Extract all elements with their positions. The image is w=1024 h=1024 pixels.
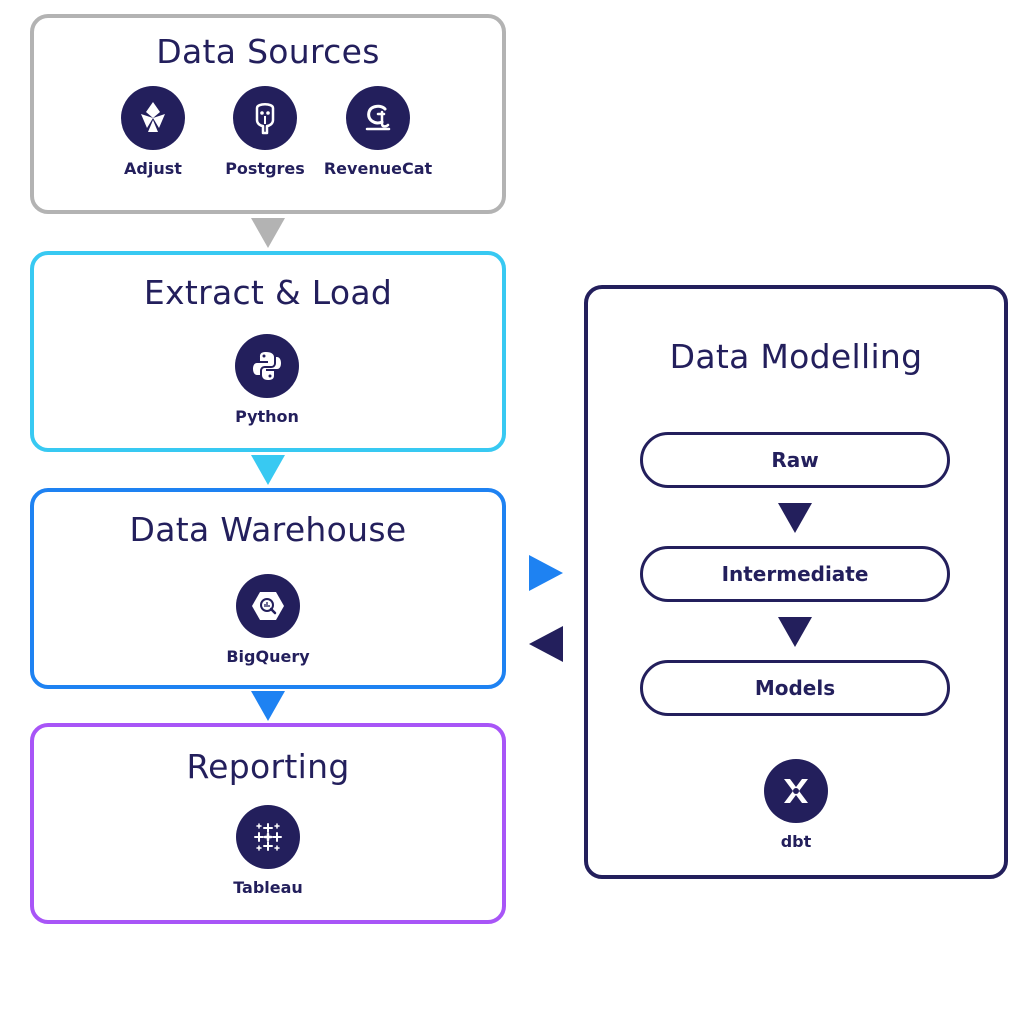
arrow-raw-to-intermediate [778, 503, 812, 533]
arrow-extract-to-warehouse [251, 455, 285, 485]
tool-adjust: Adjust [88, 86, 218, 178]
postgres-elephant-icon [233, 86, 297, 150]
tool-label-revenuecat: RevenueCat [323, 159, 433, 178]
tool-label-postgres: Postgres [225, 159, 305, 178]
stage-intermediate: Intermediate [640, 546, 950, 602]
data-modelling-title: Data Modelling [669, 337, 923, 376]
data-sources-title: Data Sources [156, 32, 380, 71]
tool-bigquery: BigQuery [203, 574, 333, 666]
tool-revenuecat: RevenueCat [313, 86, 443, 178]
stage-models: Models [640, 660, 950, 716]
dbt-icon [764, 759, 828, 823]
arrow-sources-to-extract [251, 218, 285, 248]
arrow-warehouse-to-modelling [529, 555, 563, 591]
data-sources-box: Data Sources [30, 14, 506, 214]
tableau-icon [236, 805, 300, 869]
tool-dbt: dbt [731, 759, 861, 851]
tool-label-tableau: Tableau [233, 878, 303, 897]
adjust-icon [121, 86, 185, 150]
tool-postgres: Postgres [200, 86, 330, 178]
python-icon [235, 334, 299, 398]
bigquery-icon [236, 574, 300, 638]
data-warehouse-title: Data Warehouse [129, 510, 407, 549]
extract-load-title: Extract & Load [143, 273, 393, 312]
stage-raw: Raw [640, 432, 950, 488]
tool-label-python: Python [235, 407, 299, 426]
arrow-modelling-to-warehouse [529, 626, 563, 662]
tool-label-adjust: Adjust [124, 159, 182, 178]
tool-python: Python [202, 334, 332, 426]
revenuecat-icon [346, 86, 410, 150]
tool-label-dbt: dbt [780, 832, 812, 851]
tool-tableau: Tableau [203, 805, 333, 897]
reporting-title: Reporting [186, 747, 350, 786]
arrow-warehouse-to-reporting [251, 691, 285, 721]
arrow-intermediate-to-models [778, 617, 812, 647]
tool-label-bigquery: BigQuery [226, 647, 310, 666]
